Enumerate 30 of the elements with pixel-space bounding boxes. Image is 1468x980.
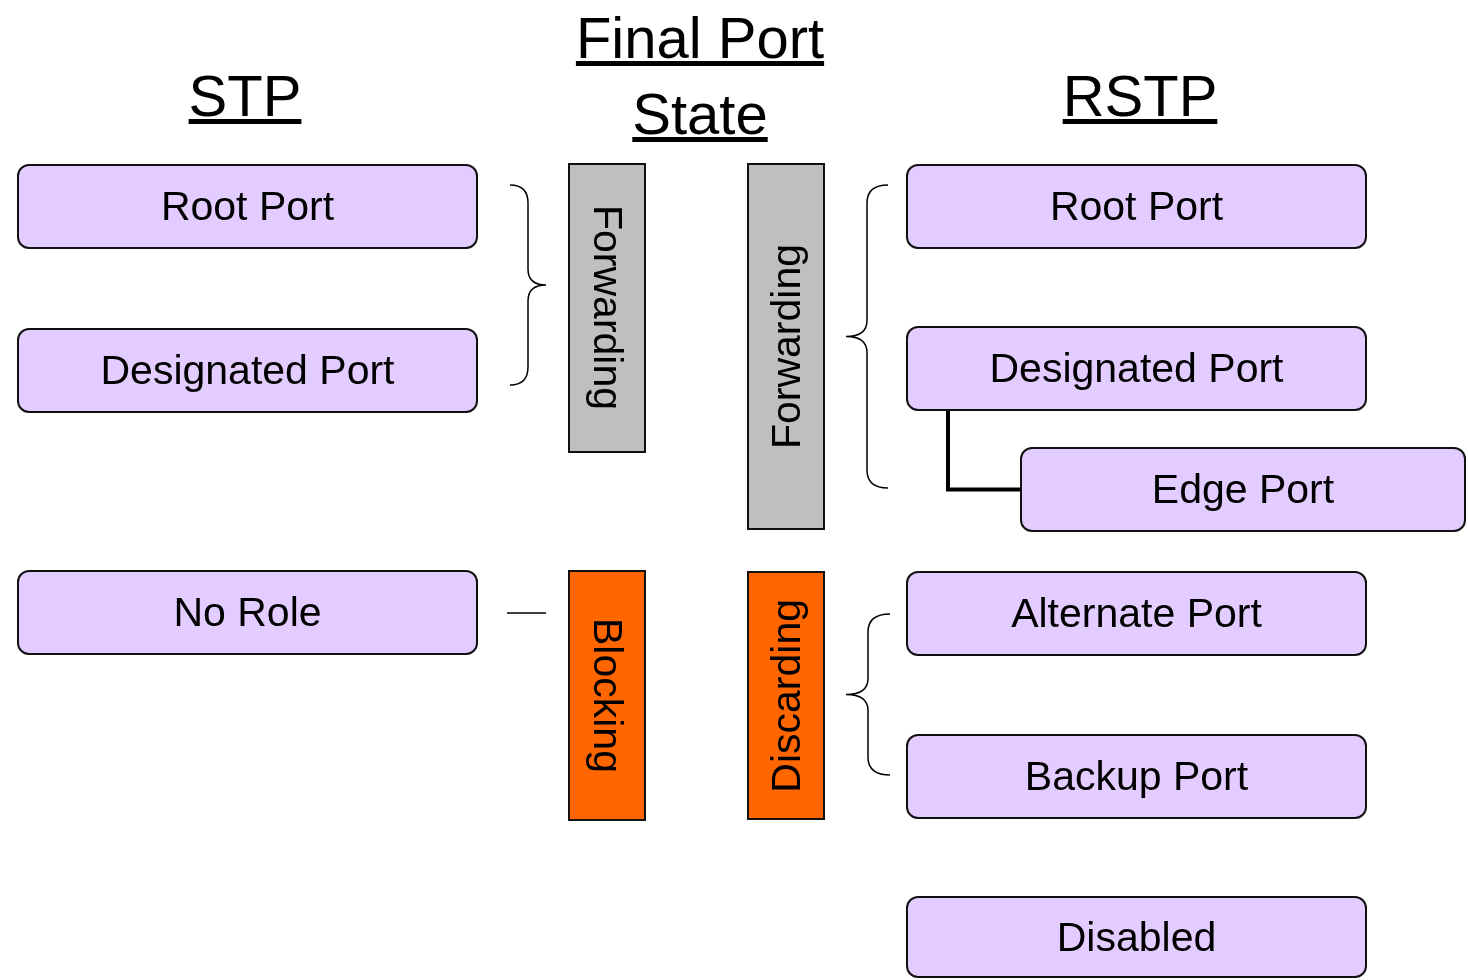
port-role-box: [1020, 447, 1466, 532]
port-role-label: Designated Port: [989, 345, 1284, 392]
port-role-label: Edge Port: [1151, 466, 1335, 513]
port-state-bar: [747, 571, 825, 820]
port-role-box: [17, 570, 478, 655]
port-role-label: Designated Port: [100, 347, 395, 394]
port-role-box: [906, 164, 1367, 249]
port-role-label: Root Port: [1049, 183, 1224, 230]
port-role-label: Disabled: [1056, 913, 1217, 961]
port-role-label: No Role: [173, 589, 322, 636]
port-state-label: Blocking: [583, 618, 631, 773]
port-role-box: [906, 571, 1367, 656]
connector-line: [946, 411, 1020, 492]
column-heading: RSTP: [1061, 62, 1219, 130]
port-state-label: Discarding: [762, 598, 810, 793]
port-role-label: Root Port: [160, 183, 335, 230]
port-state-label: Forwarding: [762, 243, 810, 450]
port-state-bar: [747, 163, 825, 530]
port-role-label: Alternate Port: [1011, 590, 1262, 637]
column-heading: STP: [187, 62, 303, 130]
port-role-box: [906, 896, 1367, 978]
port-state-bar: [568, 163, 646, 453]
port-role-label: Backup Port: [1024, 753, 1249, 800]
port-role-box: [906, 734, 1367, 819]
port-state-label: Forwarding: [583, 205, 631, 411]
port-role-box: [17, 164, 478, 249]
port-state-bar: [568, 570, 646, 821]
port-role-box: [17, 328, 478, 413]
column-heading: Final Port State: [574, 4, 826, 148]
port-role-box: [906, 326, 1367, 411]
